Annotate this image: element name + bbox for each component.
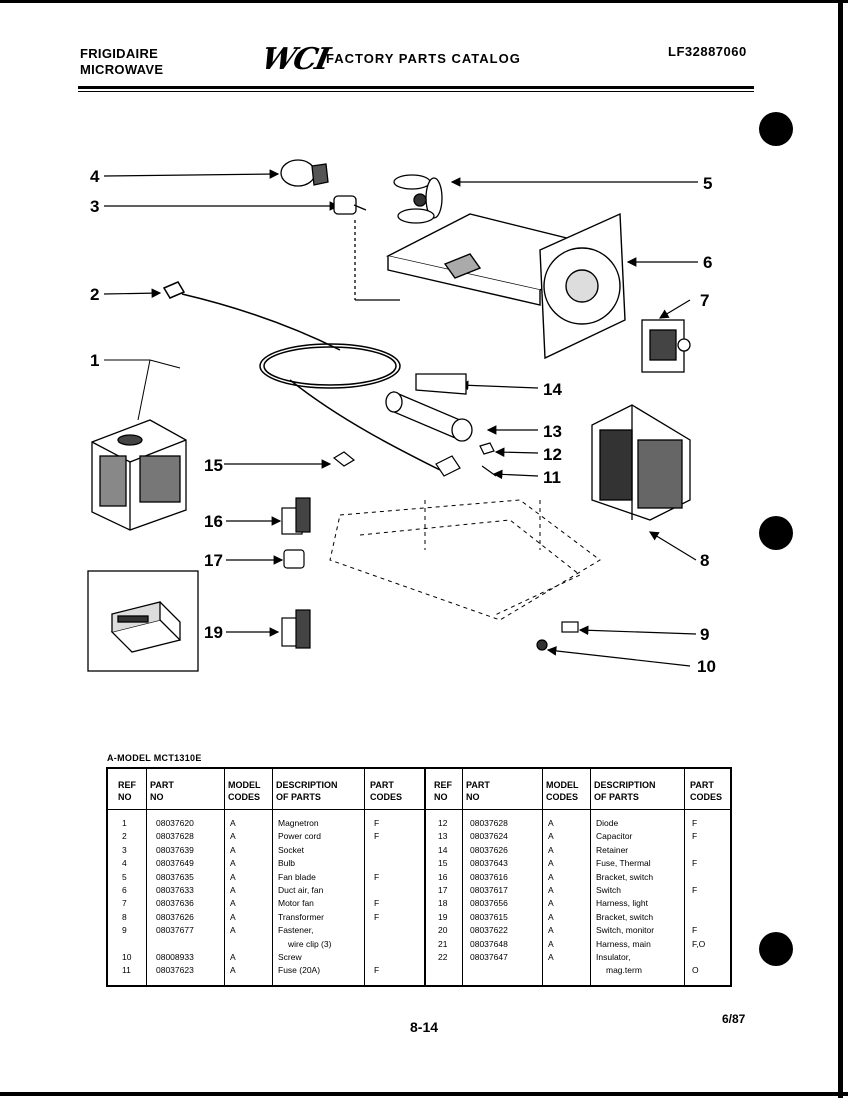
switch-brackets <box>281 497 311 649</box>
callout-2: 2 <box>90 285 99 304</box>
page-border-right <box>838 0 843 1098</box>
fan-blade-part <box>393 174 443 224</box>
header-rule <box>78 86 754 89</box>
callout-17: 17 <box>204 551 223 570</box>
transformer-part <box>591 404 691 521</box>
callout-10: 10 <box>697 657 716 676</box>
product-line: MICROWAVE <box>80 62 164 77</box>
monitor-switch-inset <box>87 570 199 672</box>
col-header-description: DESCRIPTION OF PARTS <box>276 780 338 802</box>
header-rule-thin <box>78 91 754 92</box>
col-header-part-codes: PART CODES <box>690 780 723 802</box>
callout-9: 9 <box>700 625 709 644</box>
callout-16: 16 <box>204 512 223 531</box>
catalog-title: FACTORY PARTS CATALOG <box>326 51 521 66</box>
page-number: 8-14 <box>410 1019 439 1035</box>
col-header-model-codes: MODEL CODES <box>546 780 579 802</box>
parts-table-left: REF NO PART NO MODEL CODES DESCRIPTION O… <box>108 769 424 985</box>
power-cord-part <box>162 281 441 471</box>
callout-19: 19 <box>204 623 223 642</box>
col-header-part-no: PART NO <box>466 780 490 802</box>
callout-5: 5 <box>703 174 712 193</box>
callout-15: 15 <box>204 456 223 475</box>
exploded-parts-diagram: 4 3 2 1 15 16 17 19 20 5 6 7 14 13 12 11… <box>87 159 716 676</box>
callout-13: 13 <box>543 422 562 441</box>
col-header-ref-no: REF NO <box>434 780 452 802</box>
fuse-parts <box>332 442 497 477</box>
callout-1: 1 <box>90 351 99 370</box>
binder-hole-bottom <box>759 932 793 966</box>
page-border-bottom <box>0 1092 848 1096</box>
capacitor-part <box>385 373 473 442</box>
parts-table: REF NO PART NO MODEL CODES DESCRIPTION O… <box>106 767 732 987</box>
magnetron-part <box>91 419 187 531</box>
col-header-ref-no: REF NO <box>118 780 136 802</box>
brand-block: FRIGIDAIRE MICROWAVE <box>80 46 163 78</box>
parts-table-right: REF NO PART NO MODEL CODES DESCRIPTION O… <box>424 769 732 985</box>
callout-8: 8 <box>700 551 709 570</box>
socket-part <box>333 195 400 301</box>
clip-and-screw <box>536 621 579 651</box>
callout-4: 4 <box>90 167 100 186</box>
col-header-model-codes: MODEL CODES <box>228 780 261 802</box>
binder-hole-top <box>759 112 793 146</box>
binder-hole-middle <box>759 516 793 550</box>
table-row: wire clip (3) <box>288 938 332 949</box>
fan-motor-part <box>641 319 691 373</box>
base-plate-outline <box>329 499 601 621</box>
revision-date: 6/87 <box>722 1012 746 1026</box>
catalog-number: LF32887060 <box>668 44 747 59</box>
callout-12: 12 <box>543 445 562 464</box>
callout-labels: 4 3 2 1 15 16 17 19 20 5 6 7 14 13 12 11… <box>90 167 716 676</box>
callout-7: 7 <box>700 291 709 310</box>
callout-14: 14 <box>543 380 562 399</box>
brand-name: FRIGIDAIRE <box>80 46 159 61</box>
page-border-top <box>0 0 848 3</box>
bulb-part <box>280 159 329 187</box>
wci-logo: WCI <box>258 42 332 77</box>
fan-duct-part <box>385 212 626 360</box>
callout-11: 11 <box>543 468 561 487</box>
callout-6: 6 <box>703 253 712 272</box>
col-header-description: DESCRIPTION OF PARTS <box>594 780 656 802</box>
callout-3: 3 <box>90 197 99 216</box>
col-header-part-codes: PART CODES <box>370 780 403 802</box>
col-header-part-no: PART NO <box>150 780 174 802</box>
model-line: A-MODEL MCT1310E <box>107 753 202 763</box>
